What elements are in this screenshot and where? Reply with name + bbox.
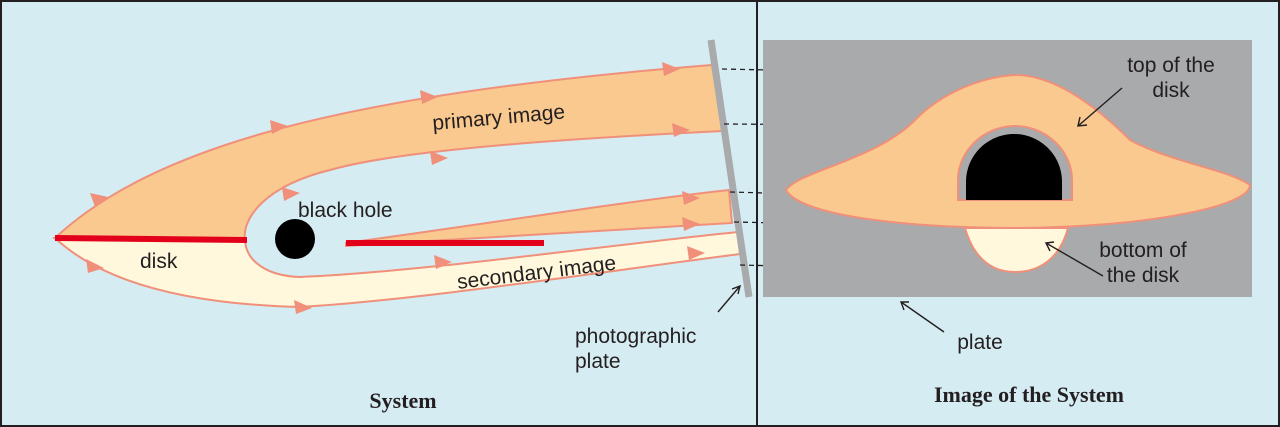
top-of-disk-pointer-arrowhead [1077, 116, 1088, 127]
arrow-marker [270, 120, 288, 134]
black-hole-label: black hole [298, 199, 393, 222]
plate-label-pointer-line [900, 301, 945, 333]
image-panel: top of the disk bottom of the disk plate… [763, 40, 1252, 407]
disk-label: disk [140, 250, 178, 273]
top-of-disk-label-line1: top of the [1127, 54, 1215, 77]
photographic-plate-label-line2: plate [575, 350, 621, 373]
arrow-marker [672, 123, 690, 137]
arrow-marker [282, 187, 300, 201]
arrow-marker [90, 193, 108, 207]
ray-arrows [86, 62, 705, 314]
bottom-of-disk-shape [963, 227, 1070, 274]
system-caption: System [369, 388, 436, 413]
system-panel: primary image secondary image black hole… [52, 39, 753, 413]
bottom-of-disk-pointer-arrowhead [1044, 241, 1055, 252]
arrow-marker [420, 90, 438, 104]
secondary-beam-upper [345, 188, 734, 248]
arrow-marker [86, 259, 104, 273]
top-of-disk-pointer-line [1077, 87, 1123, 127]
bottom-of-disk-pointer-line [1045, 242, 1104, 277]
plate-label-pointer-arrowhead [899, 301, 909, 311]
photographic-plate-label-line1: photographic [575, 325, 696, 348]
arrow-marker [682, 217, 700, 231]
top-of-disk-label-line2: disk [1152, 79, 1190, 102]
plate-label: plate [957, 331, 1003, 354]
primary-beam [52, 63, 725, 242]
secondary-beam-lower [52, 230, 742, 309]
image-of-system-caption: Image of the System [934, 382, 1124, 407]
black-hole-shadow [966, 134, 1062, 200]
arrow-marker [687, 246, 705, 260]
arrow-marker [294, 300, 312, 314]
arrow-marker [682, 191, 700, 205]
bottom-of-disk-label-line2: the disk [1107, 264, 1180, 287]
plate-pointer-arrowhead [731, 284, 742, 295]
bottom-of-disk-label-line1: bottom of [1099, 239, 1187, 262]
arrow-marker [430, 151, 448, 165]
arrow-marker [434, 255, 452, 269]
plate-pointer-line [717, 285, 741, 313]
disk-left-segment [54, 235, 248, 243]
black-hole [275, 219, 315, 259]
arrow-marker [662, 62, 680, 76]
photographic-plate [707, 39, 753, 298]
